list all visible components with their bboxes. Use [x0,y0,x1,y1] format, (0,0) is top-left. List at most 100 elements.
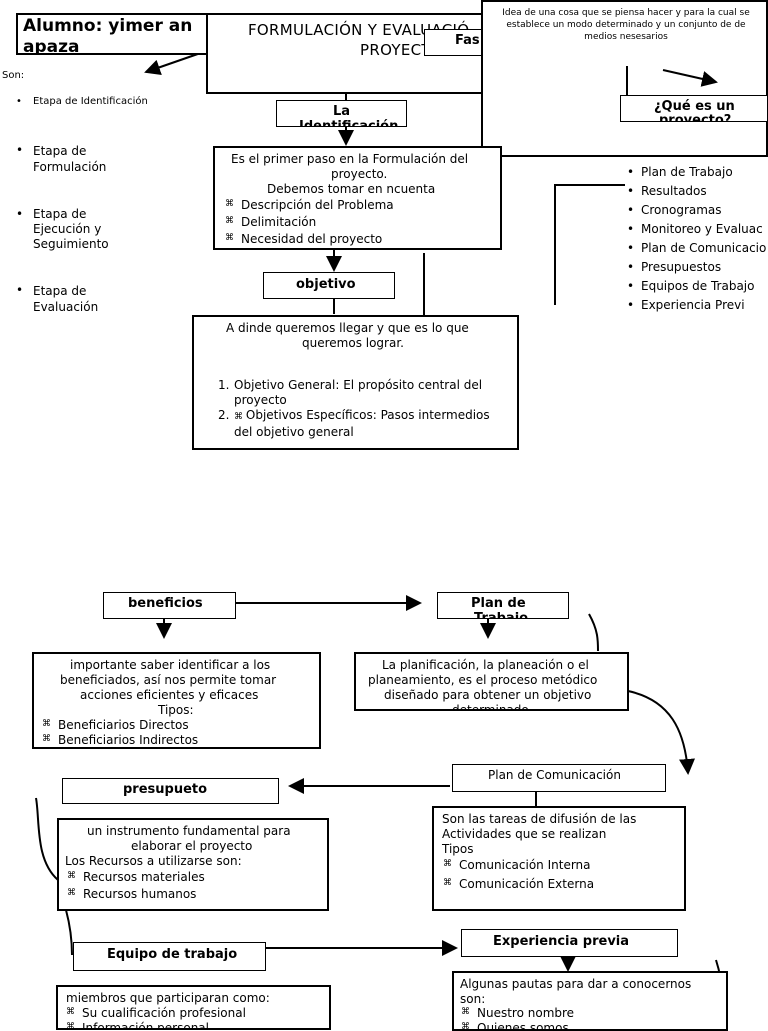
que-es-box: ¿Qué es un proyecto? [620,95,768,122]
command-icon: ⌘ [234,412,246,422]
experiencia-label: Experiencia previa [493,934,630,949]
list-item: Recursos materiales [65,868,205,886]
presupuesto-box: presupueto [62,778,279,804]
components-list: Plan de Trabajo Resultados Cronogramas M… [625,163,766,315]
identificacion-label2: Identificación [299,119,399,127]
list-item: Cronogramas [625,201,766,220]
primer-paso-text3: Debemos tomar en ncuenta [267,182,436,196]
list-item: Monitoreo y Evaluac [625,220,766,239]
bullet: • [16,207,24,221]
objetivo-especificos: Objetivos Específicos: Pasos intermedios… [234,408,490,439]
curve-plan-right [588,613,599,652]
objetivo-box: objetivo [263,272,395,299]
que-es-label: ¿Qué es un [654,99,735,114]
list-item: Su cualificación profesional [64,1005,246,1021]
list-item: Recursos humanos [65,885,205,903]
etapa-3: • Etapa de Ejecución y Seguimiento [16,207,126,252]
fases-label: Fas [455,33,480,48]
presupuesto-list: Recursos materiales Recursos humanos [65,868,205,903]
beneficios-text2: beneficiados, así nos permite tomar [60,673,277,687]
presupuesto-content-box: un instrumento fundamental para elaborar… [57,818,329,911]
objetivo-text2: queremos lograr. [302,336,404,350]
plan-trabajo-text3: diseñado para obtener un objetivo [384,688,592,702]
list-number: 2. [218,408,230,422]
list-item: Beneficiarios Indirectos [40,732,198,747]
list-item: Quienes somos [459,1020,574,1029]
equipo-text1: miembros que participaran como: [66,991,270,1005]
bullet: • [16,283,24,297]
student-name-box: Alumno: yimer an apaza [16,13,216,55]
experiencia-text2: son: [460,992,486,1006]
que-es-label2: proyecto? [659,113,732,122]
plan-trabajo-text1: La planificación, la planeación o el [382,658,589,672]
presupuesto-text3: Los Recursos a utilizarse son: [65,854,242,868]
plan-trabajo-label2: Trabajo [474,611,529,619]
list-item: Beneficiarios Directos [40,717,198,733]
objetivo-list: 1. Objetivo General: El propósito centra… [204,378,504,440]
plan-comunicacion-label: Plan de Comunicación [488,768,621,782]
title-line1: FORMULACIÓN Y EVALUACIÓ [248,21,470,39]
definition-text: Idea de una cosa que se piensa hacer y p… [502,8,750,42]
objetivo-text1: A dinde queremos llegar y que es lo que [226,321,469,335]
list-item: 2. ⌘ Objetivos Específicos: Pasos interm… [204,408,504,440]
student-name-line1: Alumno: yimer an [23,16,193,36]
beneficios-list: Beneficiarios Directos Beneficiarios Ind… [40,717,198,747]
beneficios-text1: importante saber identificar a los [70,658,271,672]
equipo-label: Equipo de trabajo [107,947,238,962]
primer-paso-text2: proyecto. [331,167,388,181]
list-item: Plan de Trabajo [625,163,766,182]
son-label: Son: [2,70,25,81]
etapa-2: • Etapa de Formulación [16,143,126,175]
beneficios-tipos: Tipos: [158,703,194,717]
list-item: Equipos de Trabajo [625,277,766,296]
equipo-box: Equipo de trabajo [73,942,266,971]
bullet: • [16,96,22,107]
objetivo-explanation-box: A dinde queremos llegar y que es lo que … [192,315,519,450]
list-item: Experiencia Previ [625,296,766,315]
plan-comunicacion-content-box: Son las tareas de difusión de las Activi… [432,806,686,911]
list-item: Plan de Comunicacio [625,239,766,258]
etapa-4-label: Etapa de Evaluación [33,284,99,314]
plan-comunicacion-text2: Actividades que se realizan [442,827,607,841]
list-item: Resultados [625,182,766,201]
curve-presupuesto-left [35,797,59,881]
plan-trabajo-content-box: La planificación, la planeación o el pla… [354,652,629,711]
list-item: Información personal [64,1020,246,1028]
plan-comunicacion-box: Plan de Comunicación [452,764,666,792]
experiencia-list: Nuestro nombre Quienes somos [459,1005,574,1029]
equipo-content-box: miembros que participaran como: Su cuali… [56,985,331,1030]
primer-paso-box: Es el primer paso en la Formulación del … [213,146,502,250]
presupuesto-text1: un instrumento fundamental para [87,824,291,838]
plan-trabajo-text4: determinado [452,703,529,711]
objetivo-general: Objetivo General: El propósito central d… [234,378,483,407]
etapa-3-label: Etapa de Ejecución y Seguimiento [33,207,109,251]
list-item: Comunicación Interna [441,855,594,875]
beneficios-text3: acciones eficientes y eficaces [80,688,259,702]
list-item: Descripción del Problema [223,196,394,214]
experiencia-content-box: Algunas pautas para dar a conocernos son… [452,971,728,1031]
definition-box: Idea de una cosa que se piensa hacer y p… [481,0,768,157]
list-number: 1. [218,378,230,392]
plan-trabajo-text2: planeamiento, es el proceso metódico [368,673,598,687]
list-item: Comunicación Externa [441,874,594,894]
plan-comunicacion-tipos: Tipos [442,842,474,856]
primer-paso-list: Descripción del Problema Delimitación Ne… [223,196,394,248]
presupuesto-label: presupueto [123,782,208,797]
identificacion-label: La [333,104,351,119]
beneficios-box: beneficios [103,592,236,619]
beneficios-label: beneficios [128,596,203,611]
plan-comunicacion-list: Comunicación Interna Comunicación Extern… [441,855,594,894]
bullet: • [16,143,24,157]
etapa-4: • Etapa de Evaluación [16,283,126,315]
student-name-line2: apaza [23,37,80,55]
objetivo-label: objetivo [296,277,356,292]
experiencia-box: Experiencia previa [461,929,678,957]
list-item: Delimitación [223,213,394,231]
primer-paso-text1: Es el primer paso en la Formulación del [231,152,469,166]
curve-plan-to-comunicacion [627,690,696,775]
list-item: Nuestro nombre [459,1005,574,1021]
list-item: 1. Objetivo General: El propósito centra… [204,378,504,408]
plan-comunicacion-text1: Son las tareas de difusión de las [442,812,637,826]
plan-trabajo-label: Plan de [471,596,526,611]
list-item: Necesidad del proyecto [223,230,394,248]
